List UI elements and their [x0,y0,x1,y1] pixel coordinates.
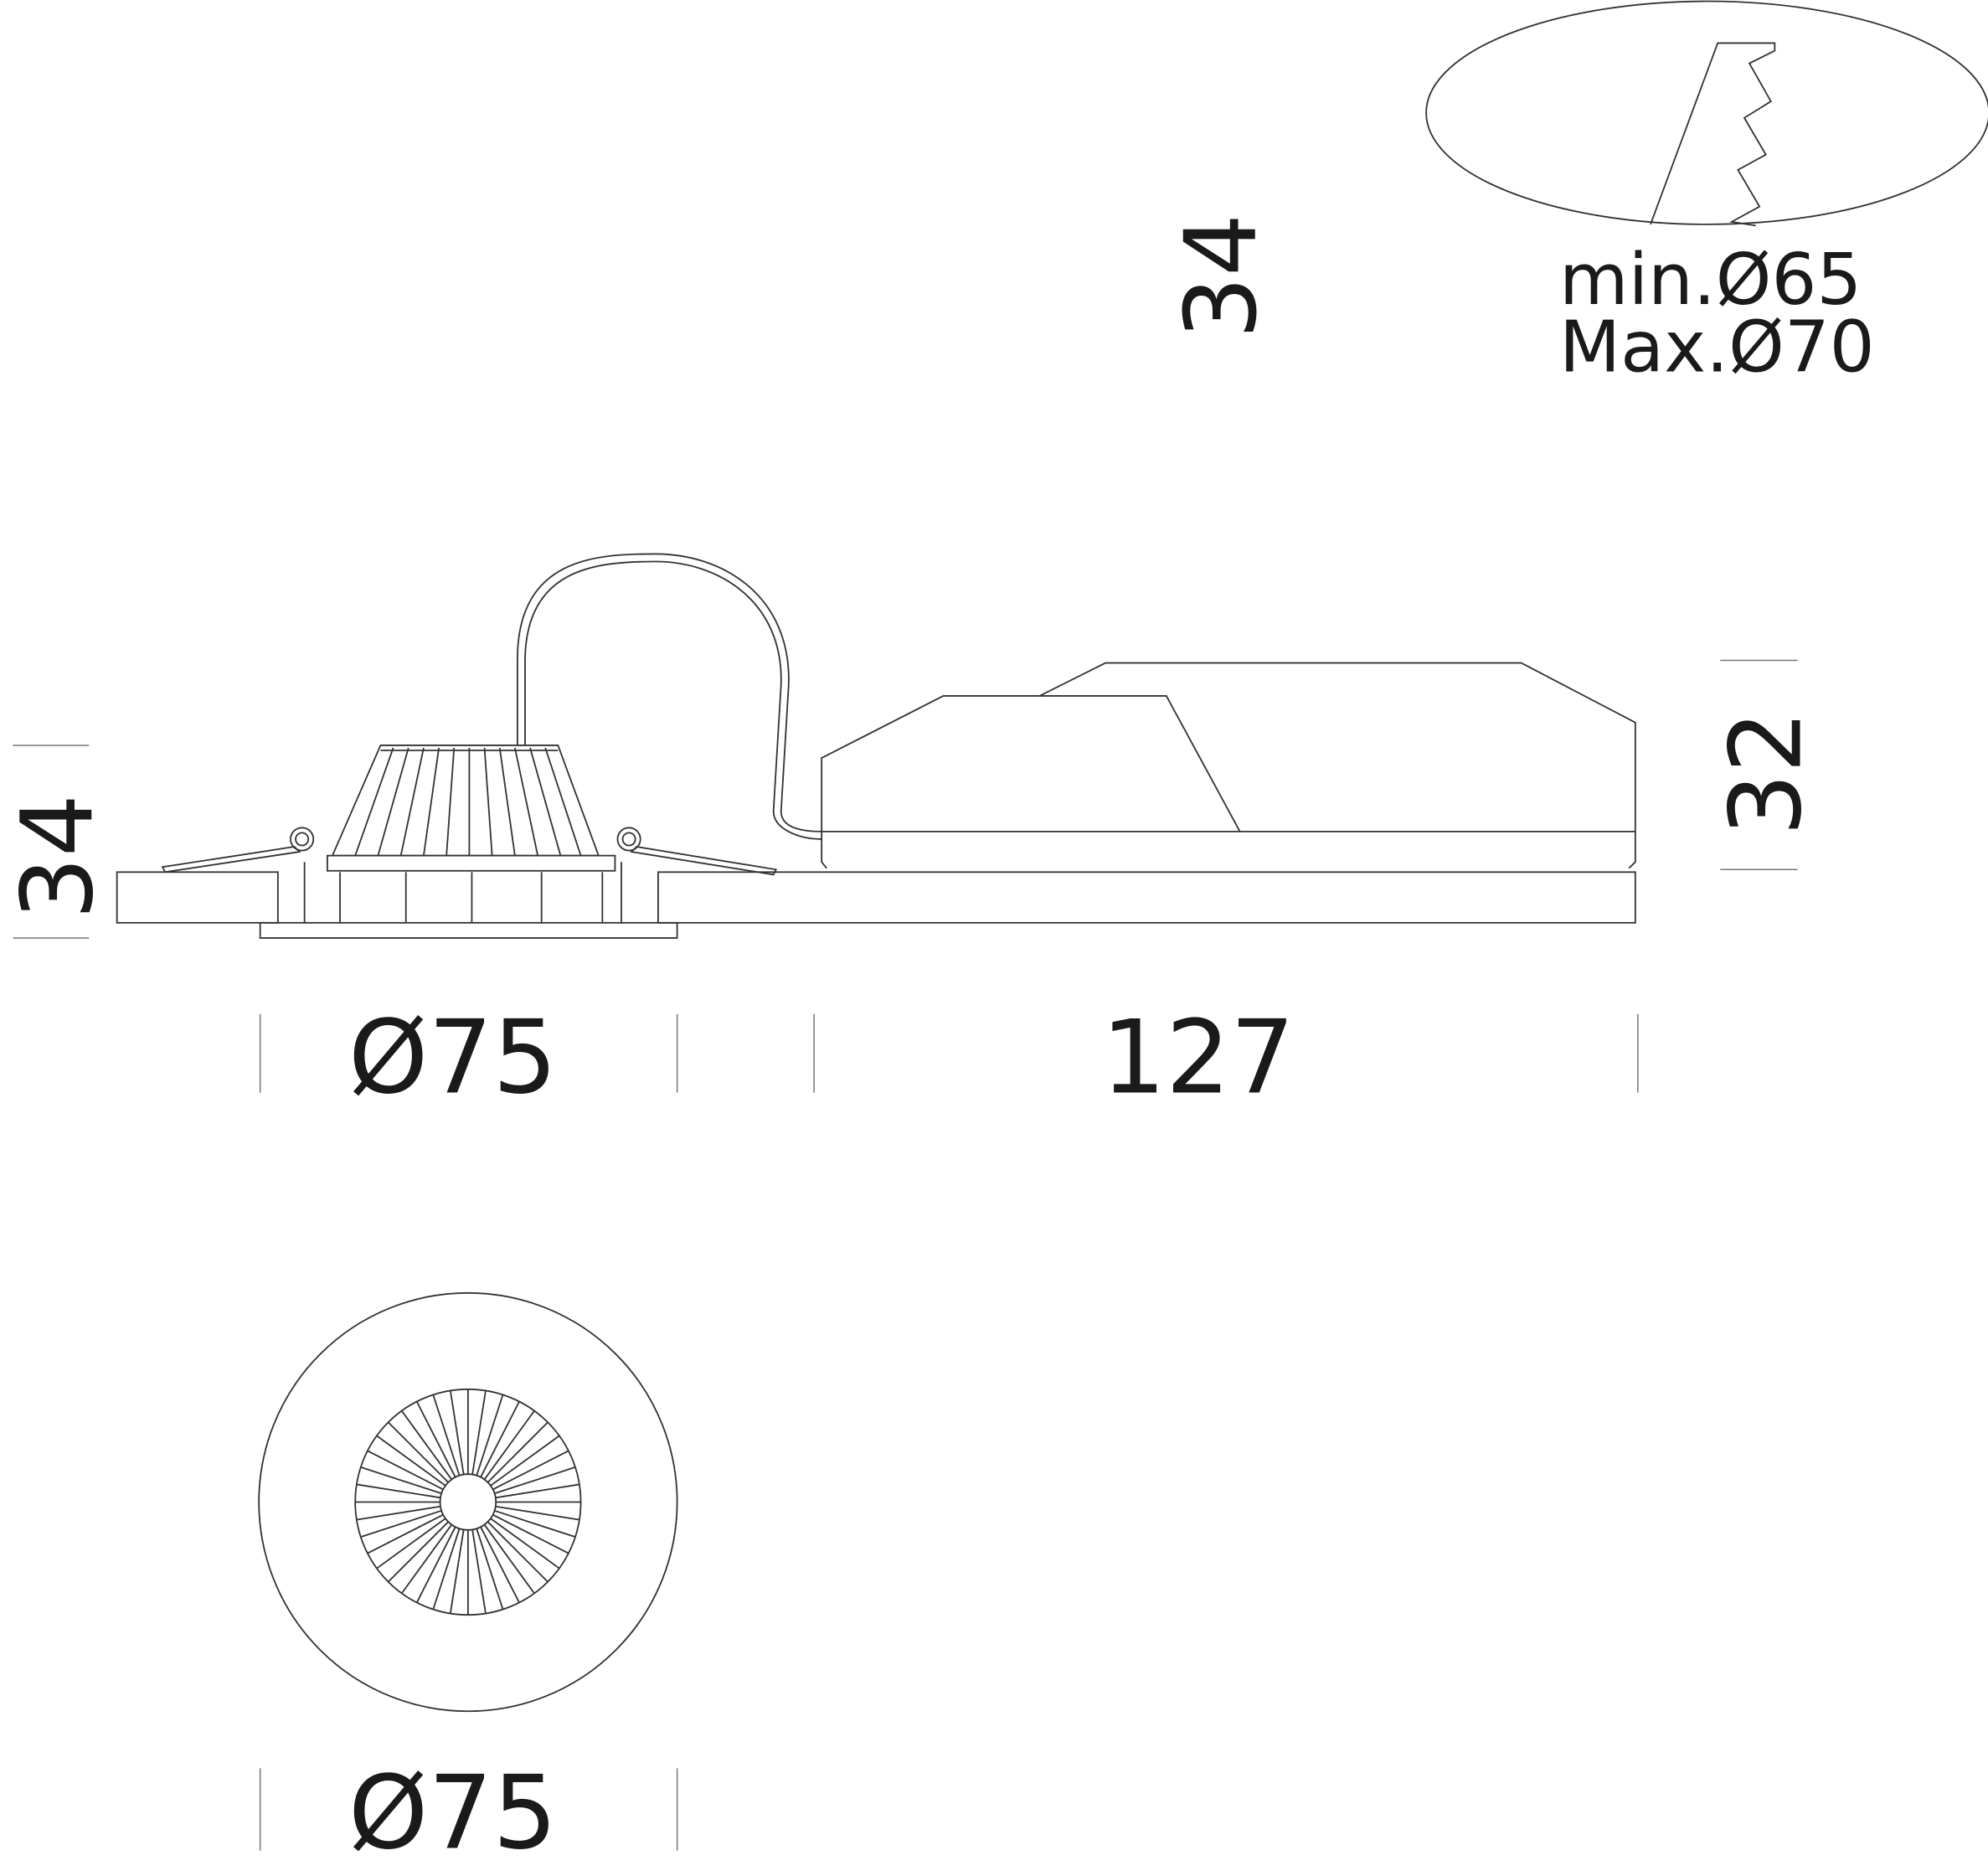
cutout-detail: min.Ø65 Max.Ø70 34 [1163,0,1988,388]
dim-height-right: 32 [1708,710,1824,836]
reflector-rib [490,1435,560,1487]
dim-height-left: 34 [0,794,115,920]
reflector-rib [388,1521,449,1583]
reflector-rib [471,1529,487,1614]
driver-box [821,662,1636,869]
trim-outline [258,1291,678,1713]
reflector-rib [480,1526,520,1603]
heatsink-collar [326,854,616,872]
reflector-rib [449,1390,465,1475]
reflector-rib [400,1410,453,1481]
ceiling-section-right [657,871,1636,924]
cutout-min-label: min.Ø65 [1559,238,1862,321]
reflector-rib [432,1394,461,1477]
reflector-rib [415,1401,456,1478]
reflector-rib [494,1509,576,1538]
dim-width-driver: 127 [1101,999,1295,1117]
cutout-ellipse [1425,0,1988,225]
dim-width-fixture: Ø75 [348,999,557,1117]
reflector-rib [495,1505,580,1521]
reflector-rib [492,1513,569,1554]
reflector-rib [487,1421,549,1483]
reflector-rib [360,1466,442,1495]
ceiling-section-left [116,871,279,924]
reflector-rib [432,1528,461,1610]
reflector-rib [367,1513,444,1554]
cutout-max-label: Max.Ø70 [1559,305,1875,388]
reflector-rib [480,1401,520,1478]
reflector-rib [476,1394,504,1477]
reflector-rib [400,1523,453,1595]
dim-ticks-horizontal [259,1013,1639,1093]
fixture-body [303,862,622,923]
reflector-ribs [355,1389,581,1616]
top-view: Ø75 [258,1291,678,1873]
reflector-rib [376,1435,446,1487]
reflector-rib [388,1421,449,1483]
cutout-height-label: 34 [1163,214,1279,339]
reflector-rib [483,1523,535,1595]
reflector-rib [356,1483,441,1499]
connection-cable-inner [524,560,822,840]
heatsink [331,745,600,857]
reflector-rib [415,1526,456,1603]
side-view: 34 32 Ø75 127 [0,553,1824,1117]
connection-cable [517,553,822,832]
reflector-rib [471,1390,487,1475]
spring-clips [161,827,778,876]
reflector-rib [494,1466,576,1495]
reflector-rib [449,1529,465,1614]
reflector-rib [356,1505,441,1521]
led-center [439,1473,497,1531]
reflector-rib [476,1528,504,1610]
reflector-rib [495,1483,580,1499]
reflector-rib [360,1509,442,1538]
reflector-rib [487,1521,549,1583]
reflector-rib [483,1410,535,1481]
reflector-rib [367,1450,444,1491]
reflector-rib [376,1518,446,1569]
trim-plate [259,921,678,939]
saw-blade-icon [1650,42,1776,227]
reflector-rib [490,1518,560,1569]
reflector-rib [492,1450,569,1491]
dim-top-diameter: Ø75 [348,1755,557,1873]
